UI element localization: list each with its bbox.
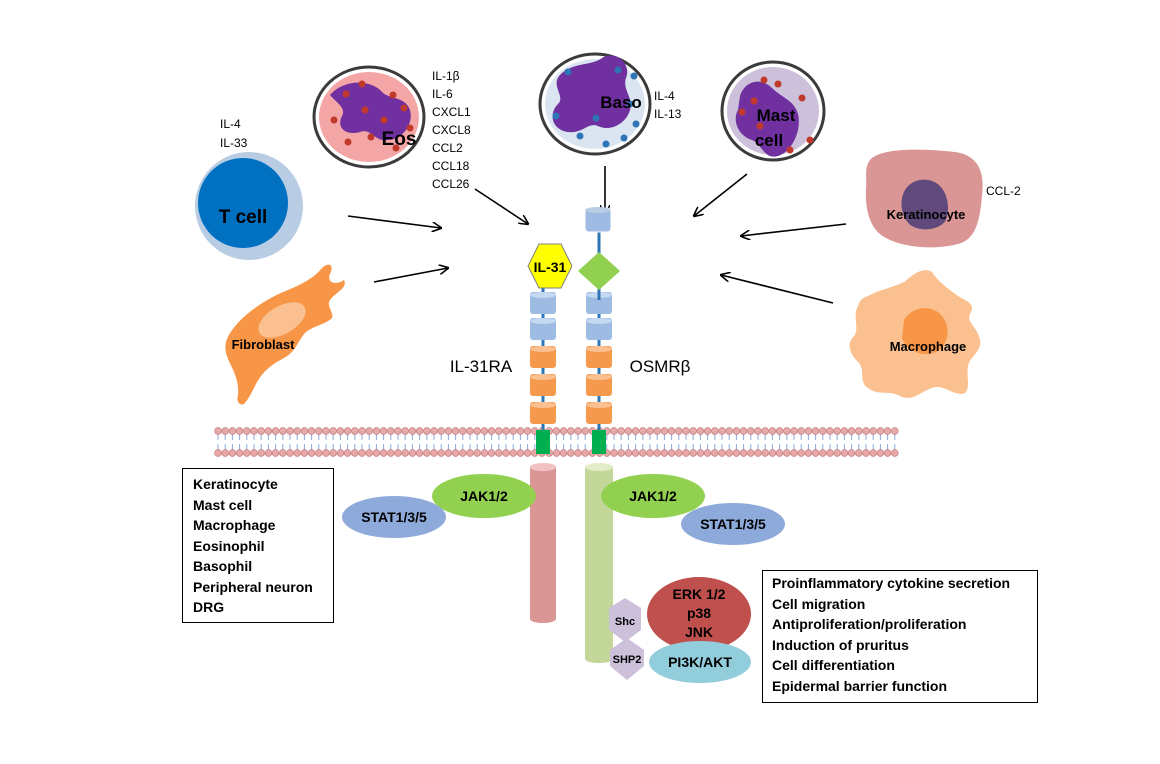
arrow-from-macrophage xyxy=(721,275,834,304)
list-item: DRG xyxy=(193,599,225,615)
expression-cell-list: Keratinocyte Mast cell Macrophage Eosino… xyxy=(182,468,334,623)
shp2-label: SHP2 xyxy=(613,654,642,666)
t-cell-label: T cell xyxy=(219,207,268,228)
list-item: Mast cell xyxy=(193,496,253,513)
il31-ligand: IL-31 xyxy=(527,243,573,289)
list-item: Macrophage xyxy=(193,517,276,533)
jnk-label: JNK xyxy=(685,624,713,640)
basophil-granules xyxy=(552,66,640,148)
baso-cytokine: IL-13 xyxy=(654,107,682,121)
t-cell-cytokine: IL-33 xyxy=(220,136,248,150)
il31ra-cytoplasmic-tail xyxy=(530,463,556,623)
arrow-from-fibroblast xyxy=(373,268,448,283)
macrophage-label: Macrophage xyxy=(890,339,967,354)
arrow-from-mast-cell xyxy=(694,173,748,216)
osm-ligand-group xyxy=(578,207,620,300)
stat-right: STAT1/3/5 xyxy=(681,503,785,545)
t-cell: T cell IL-4 IL-33 xyxy=(195,117,303,260)
osm-ligand-diamond xyxy=(578,252,620,290)
list-item: Basophil xyxy=(193,558,253,574)
eos-cytokine: CCL2 xyxy=(432,141,463,155)
jak-right: JAK1/2 xyxy=(601,474,705,518)
eos-cytokine: CXCL8 xyxy=(432,123,471,137)
biological-effects-list: Proinflammatory cytokine secretion Cell … xyxy=(762,570,1038,703)
osmrb-label: OSMRβ xyxy=(630,357,691,376)
basophil-label: Baso xyxy=(600,93,642,112)
osmrb-transmembrane xyxy=(592,430,606,454)
eosinophil-label: Eos xyxy=(382,129,417,150)
il31-label: IL-31 xyxy=(534,259,567,275)
list-item: Epidermal barrier function xyxy=(772,677,948,694)
jak-right-label: JAK1/2 xyxy=(629,488,677,504)
mast-cell-label: cell xyxy=(755,131,783,150)
t-cell-cytokine: IL-4 xyxy=(220,117,241,131)
keratinocyte-label: Keratinocyte xyxy=(887,207,966,222)
cell-membrane xyxy=(214,427,899,457)
shc-adaptor: Shc xyxy=(609,598,641,642)
list-item: Antiproliferation/proliferation xyxy=(772,616,967,632)
stat-right-label: STAT1/3/5 xyxy=(700,516,766,532)
eos-cytokine: CCL26 xyxy=(432,177,470,191)
list-item: Eosinophil xyxy=(193,537,265,554)
arrow-from-t-cell xyxy=(347,215,441,228)
list-item: Keratinocyte xyxy=(193,476,278,492)
osmrb-chain xyxy=(586,286,612,432)
il31ra-label: IL-31RA xyxy=(450,357,513,376)
eosinophil-cell: Eos IL-1β IL-6 CXCL1 CXCL8 CCL2 CCL18 CC… xyxy=(312,65,471,191)
mast-cell-label: Mast xyxy=(757,106,796,125)
stat-left-label: STAT1/3/5 xyxy=(361,509,427,525)
fibroblast-label: Fibroblast xyxy=(232,337,296,352)
jak-left: JAK1/2 xyxy=(432,474,536,518)
il31ra-transmembrane xyxy=(536,430,550,454)
eosinophil-granules xyxy=(330,80,414,152)
shc-label: Shc xyxy=(615,616,635,628)
list-item: Cell differentiation xyxy=(772,657,895,673)
baso-cytokine: IL-4 xyxy=(654,89,675,103)
list-item: Proinflammatory cytokine secretion xyxy=(772,575,1011,591)
jak-left-label: JAK1/2 xyxy=(460,488,508,504)
mast-cell-granules xyxy=(738,76,814,154)
pi3k-label: PI3K/AKT xyxy=(668,654,732,670)
list-item: Cell migration xyxy=(772,595,866,612)
list-item: Peripheral neuron xyxy=(193,578,313,595)
keratinocyte-cytokine: CCL-2 xyxy=(986,184,1021,198)
macrophage-cell: Macrophage xyxy=(849,270,981,398)
list-item: Induction of pruritus xyxy=(772,636,909,653)
eos-cytokine: IL-1β xyxy=(432,69,460,83)
fibroblast-cell: Fibroblast xyxy=(225,264,345,405)
mapk-complex: ERK 1/2 p38 JNK xyxy=(647,577,751,651)
il31ra-chain xyxy=(530,286,556,432)
eos-cytokine: CXCL1 xyxy=(432,105,471,119)
cytokine-arrows xyxy=(347,166,847,304)
pi3k-akt: PI3K/AKT xyxy=(649,641,751,683)
erk-label: ERK 1/2 xyxy=(673,586,726,602)
eos-cytokine: CCL18 xyxy=(432,159,470,173)
arrow-from-eosinophil xyxy=(474,188,528,224)
arrow-from-keratinocyte xyxy=(741,223,847,236)
eos-cytokine: IL-6 xyxy=(432,87,453,101)
basophil-cell: Baso IL-4 IL-13 xyxy=(538,52,682,156)
keratinocyte-cell: Keratinocyte CCL-2 xyxy=(865,149,1021,248)
p38-label: p38 xyxy=(687,605,711,621)
shp2-adaptor: SHP2 xyxy=(610,638,644,680)
stat-left: STAT1/3/5 xyxy=(342,496,446,538)
mast-cell: Mast cell xyxy=(720,60,826,162)
